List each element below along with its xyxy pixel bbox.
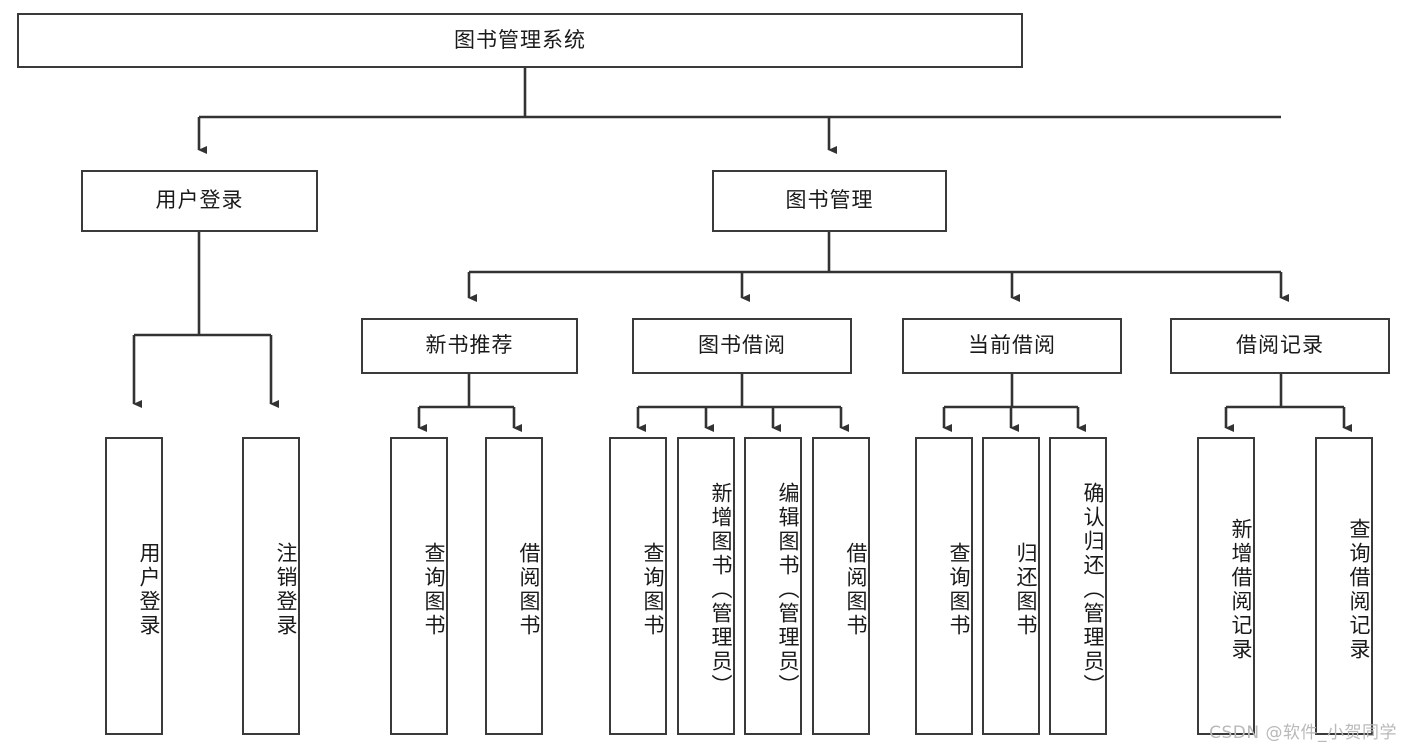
leaf-book-borrow-query[interactable]: 查询图书 [609, 437, 667, 735]
node-label: 归还图书 [1014, 542, 1038, 638]
node-book-borrow[interactable]: 图书借阅 [632, 318, 852, 374]
watermark-text: CSDN @软件_小贺同学 [1209, 723, 1397, 743]
node-label: 查询图书 [422, 542, 446, 638]
node-new-book-recommend[interactable]: 新书推荐 [361, 318, 578, 374]
node-label: 借阅图书 [844, 542, 868, 638]
node-label: 借阅记录 [1236, 333, 1324, 358]
leaf-book-borrow-edit[interactable]: 编辑图书（管理员） [744, 437, 802, 735]
node-label: 图书管理 [785, 188, 874, 213]
node-borrow-records[interactable]: 借阅记录 [1170, 318, 1390, 374]
node-label: 新书推荐 [425, 333, 514, 358]
node-label: 新增借阅记录 [1229, 518, 1253, 662]
node-root-system[interactable]: 图书管理系统 [17, 13, 1023, 68]
node-label: 注销登录 [274, 542, 298, 638]
leaf-borrow-records-add[interactable]: 新增借阅记录 [1197, 437, 1255, 735]
node-label: 图书借阅 [698, 333, 786, 358]
node-label: 图书管理系统 [454, 27, 586, 52]
node-label: 用户登录 [155, 188, 244, 213]
node-book-management[interactable]: 图书管理 [712, 170, 947, 232]
leaf-current-borrow-query[interactable]: 查询图书 [915, 437, 973, 735]
node-user-login[interactable]: 用户登录 [81, 170, 318, 232]
leaf-book-borrow-borrow[interactable]: 借阅图书 [812, 437, 870, 735]
node-label: 用户登录 [137, 542, 161, 638]
node-label: 当前借阅 [968, 333, 1056, 358]
leaf-current-borrow-return[interactable]: 归还图书 [982, 437, 1040, 735]
node-label: 编辑图书（管理员） [776, 482, 800, 698]
node-label: 查询图书 [641, 542, 665, 638]
node-label: 确认归还（管理员） [1081, 482, 1105, 698]
node-current-borrow[interactable]: 当前借阅 [902, 318, 1122, 374]
leaf-user-login-login[interactable]: 用户登录 [105, 437, 163, 735]
leaf-current-borrow-confirm-return[interactable]: 确认归还（管理员） [1049, 437, 1107, 735]
node-label: 查询图书 [947, 542, 971, 638]
leaf-new-books-borrow[interactable]: 借阅图书 [485, 437, 543, 735]
leaf-new-books-query[interactable]: 查询图书 [390, 437, 448, 735]
leaf-borrow-records-query[interactable]: 查询借阅记录 [1315, 437, 1373, 735]
node-label: 查询借阅记录 [1347, 518, 1371, 662]
leaf-book-borrow-add[interactable]: 新增图书（管理员） [677, 437, 735, 735]
node-label: 新增图书（管理员） [709, 482, 733, 698]
node-label: 借阅图书 [517, 542, 541, 638]
leaf-user-login-logout[interactable]: 注销登录 [242, 437, 300, 735]
